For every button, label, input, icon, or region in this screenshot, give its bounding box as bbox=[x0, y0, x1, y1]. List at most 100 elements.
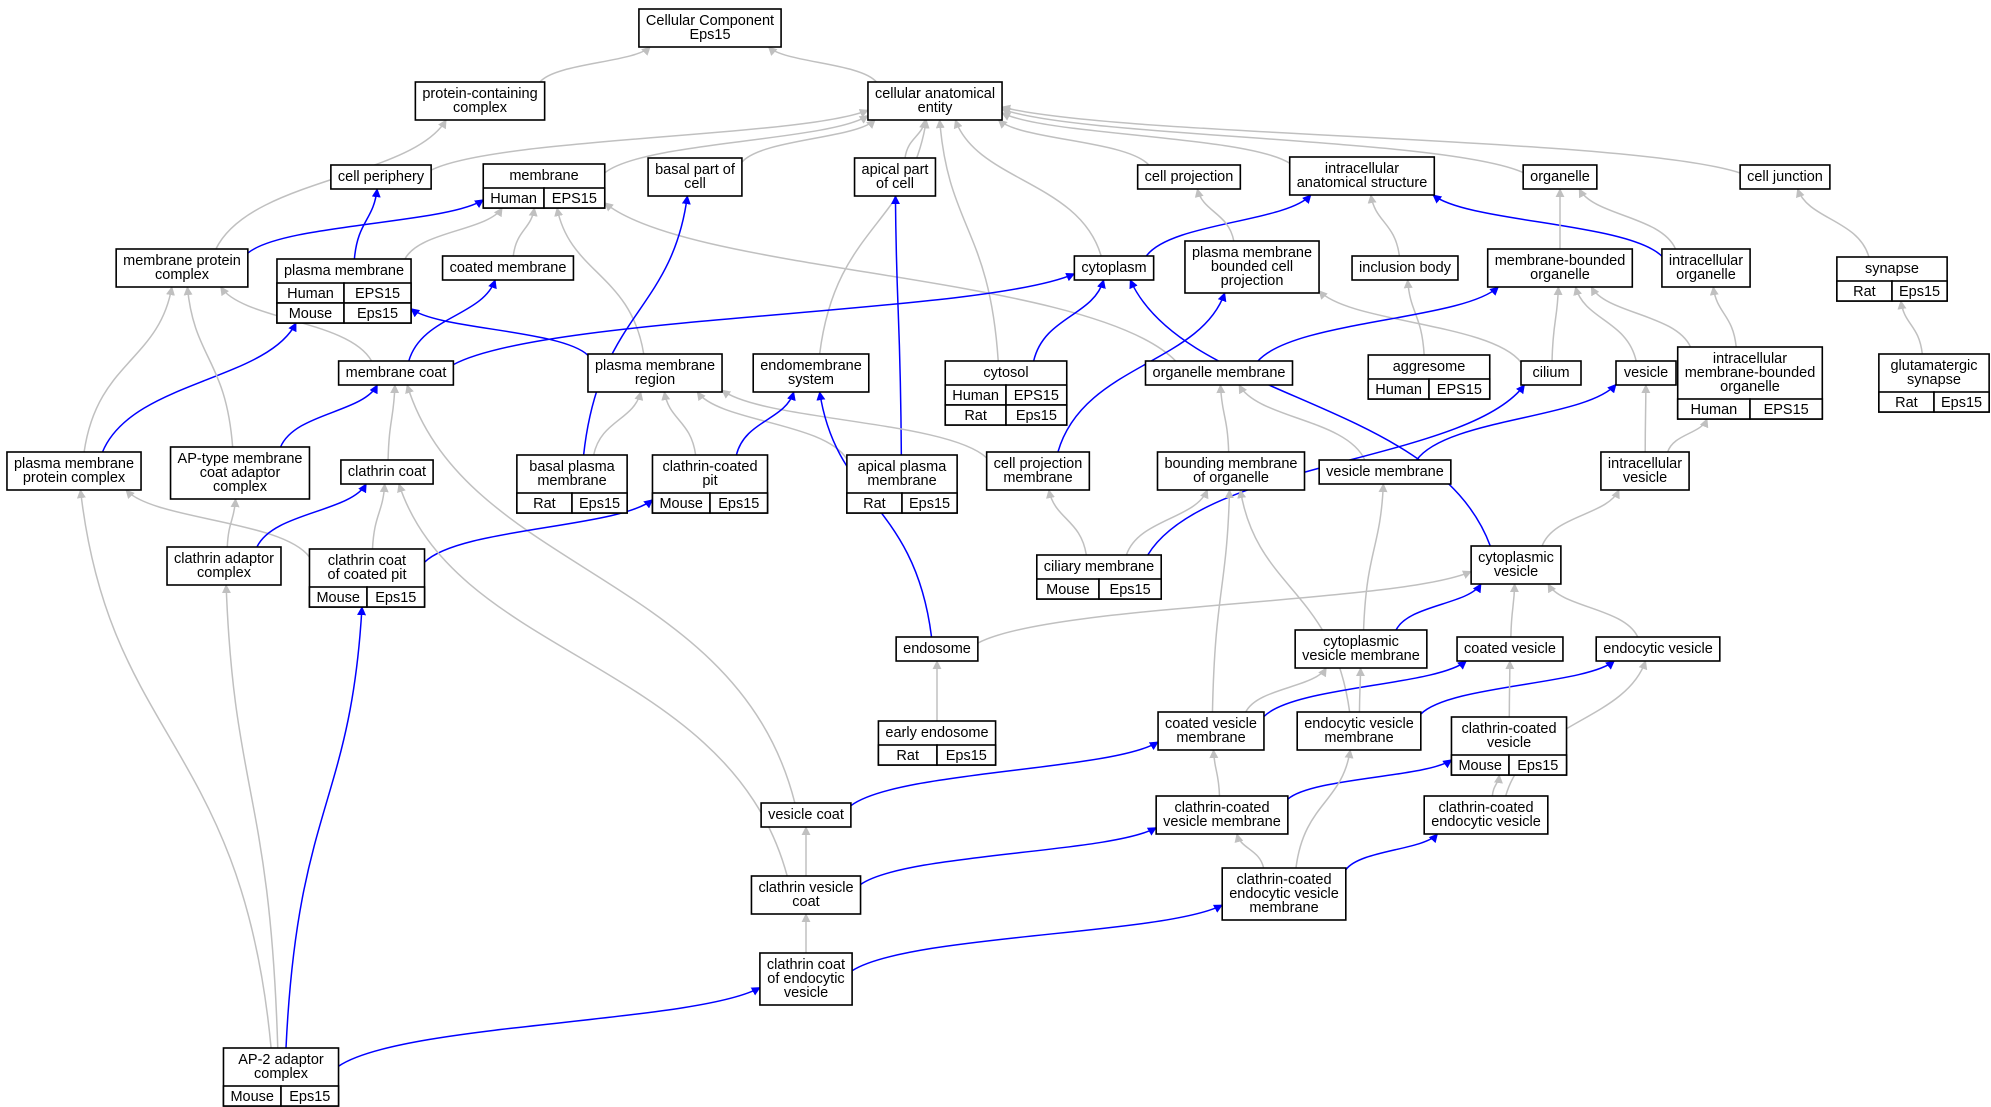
edge-clathrin-coat-endocytic-to-cc-endocytic-vesicle-membrane bbox=[851, 904, 1223, 972]
annotation-gene-cell bbox=[709, 492, 769, 514]
edge-membrane-coat-to-cytoplasm bbox=[453, 272, 1076, 366]
node-label-line: of cell bbox=[876, 176, 914, 192]
node-box bbox=[1595, 636, 1721, 662]
edge-aggresome-to-inclusion-body bbox=[1403, 279, 1425, 356]
edge-cell-periphery-to-cae bbox=[430, 109, 869, 171]
node-label-line: endocytic vesicle bbox=[1603, 641, 1713, 657]
node-vesicle-coat: vesicle coat bbox=[760, 802, 852, 828]
edge-ap2-to-clathrin-adaptor bbox=[221, 584, 279, 1049]
node-label-line: plasma membrane bbox=[595, 358, 715, 374]
annotation-gene-cell bbox=[280, 1085, 340, 1107]
edge-clathrin-pit-to-endomembrane bbox=[735, 391, 796, 456]
node-label-line: vesicle membrane bbox=[1163, 814, 1281, 830]
node-label-line: synapse bbox=[1865, 261, 1919, 277]
node-label-line: membrane coat bbox=[346, 365, 447, 381]
node-vesicle: vesicle bbox=[1615, 360, 1677, 386]
node-box bbox=[867, 81, 1003, 121]
node-label-line: of endocytic bbox=[767, 971, 844, 987]
annotation-gene: EPS15 bbox=[1764, 402, 1809, 418]
node-organelle-membrane: organelle membrane bbox=[1144, 360, 1294, 386]
node-cell-junction: cell junction bbox=[1739, 164, 1831, 190]
node-box bbox=[1423, 795, 1549, 835]
node-label-line: vesicle coat bbox=[768, 807, 844, 823]
node-box bbox=[1288, 156, 1436, 196]
annotation-org: Human bbox=[1690, 402, 1737, 418]
node-label-line: apical part bbox=[862, 162, 929, 178]
node-label-line: endosome bbox=[903, 641, 971, 657]
edge-ap2-to-clathrin-coat-endocytic bbox=[338, 986, 761, 1067]
edge-clathrin-vesicle-coat-to-ccv-membrane bbox=[860, 827, 1157, 886]
node-label-line: intracellular bbox=[1669, 253, 1743, 269]
annotation-org: Human bbox=[490, 191, 537, 207]
annotation-gene: Eps15 bbox=[718, 496, 759, 512]
node-label-line: membrane-bounded bbox=[1495, 253, 1626, 269]
annotation-gene: Eps15 bbox=[1899, 284, 1940, 300]
edge-clathrin-pit-to-pm-region bbox=[661, 391, 697, 456]
annotation-gene: Eps15 bbox=[1016, 408, 1057, 424]
node-label-line: Eps15 bbox=[689, 27, 730, 43]
edge-cyto-vesicle-membrane-to-vesicle-membrane bbox=[1362, 483, 1388, 631]
node-label-line: system bbox=[788, 372, 834, 388]
edge-pm-protein-complex-to-membrane-protein-complex bbox=[83, 286, 175, 453]
edge-cae-to-root bbox=[767, 46, 878, 83]
node-box bbox=[1318, 459, 1452, 485]
node-label-line: cell periphery bbox=[338, 169, 425, 185]
node-label-line: cell projection bbox=[994, 456, 1083, 472]
edge-endosome-to-cytoplasmic-vesicle bbox=[977, 570, 1472, 644]
node-label-line: bounded cell bbox=[1211, 259, 1293, 275]
node-cilium: cilium bbox=[1520, 360, 1582, 386]
edge-intracellular-organelle-to-intracellular-as bbox=[1432, 194, 1663, 257]
node-label-line: vesicle bbox=[1624, 365, 1668, 381]
node-box bbox=[1615, 360, 1677, 386]
node-label-line: coat adaptor bbox=[200, 465, 281, 481]
edge-apical-pm-to-pm-region bbox=[696, 391, 848, 460]
node-vesicle-membrane: vesicle membrane bbox=[1318, 459, 1452, 485]
annotation-gene-cell bbox=[366, 586, 426, 608]
node-label-line: of coated pit bbox=[328, 567, 407, 583]
annotation-gene: Eps15 bbox=[289, 1089, 330, 1105]
node-label-line: AP-type membrane bbox=[178, 451, 303, 467]
annotation-gene-cell bbox=[1005, 404, 1068, 426]
annotation-gene-cell bbox=[1749, 398, 1824, 420]
node-label-line: apical plasma bbox=[858, 459, 948, 475]
edge-coated-vesicle-membrane-to-cyto-vesicle-membrane bbox=[1245, 667, 1327, 713]
edge-plasma-membrane-to-membrane bbox=[404, 207, 503, 260]
node-box bbox=[115, 248, 249, 288]
node-label-line: cytosol bbox=[983, 365, 1028, 381]
annotation-gene: Eps15 bbox=[946, 748, 987, 764]
edge-intracellular-vesicle-to-imbo bbox=[1666, 418, 1709, 453]
edge-basal-pm-to-pm-region bbox=[592, 391, 644, 456]
edge-cytoplasm-to-intracellular-as bbox=[1145, 194, 1312, 257]
node-label-line: vesicle bbox=[1494, 564, 1538, 580]
node-label-line: membrane bbox=[537, 473, 606, 489]
node-box bbox=[1296, 711, 1422, 751]
node-box bbox=[441, 255, 575, 281]
edge-plasma-membrane-to-cell-periphery bbox=[353, 188, 381, 260]
node-organelle: organelle bbox=[1522, 164, 1598, 190]
node-label-line: vesicle membrane bbox=[1326, 464, 1444, 480]
annotation-org: Mouse bbox=[1458, 758, 1502, 774]
node-label-line: membrane protein bbox=[123, 253, 241, 269]
node-box bbox=[1144, 360, 1294, 386]
node-label-line: coated vesicle bbox=[1165, 716, 1257, 732]
annotation-gene-cell bbox=[901, 492, 958, 514]
node-label-line: entity bbox=[918, 100, 953, 116]
edge-apical-pm-to-apical-part bbox=[890, 195, 903, 456]
edge-clathrin-coat-pit-to-pm-protein-complex bbox=[125, 489, 311, 558]
node-label-line: vesicle bbox=[1487, 735, 1531, 751]
edge-ccv-membrane-to-clathrin-coated-vesicle bbox=[1287, 759, 1453, 800]
annotation-gene: EPS15 bbox=[552, 191, 597, 207]
node-box bbox=[6, 451, 142, 491]
node-box bbox=[337, 360, 455, 386]
node-label-line: membrane bbox=[1324, 730, 1393, 746]
